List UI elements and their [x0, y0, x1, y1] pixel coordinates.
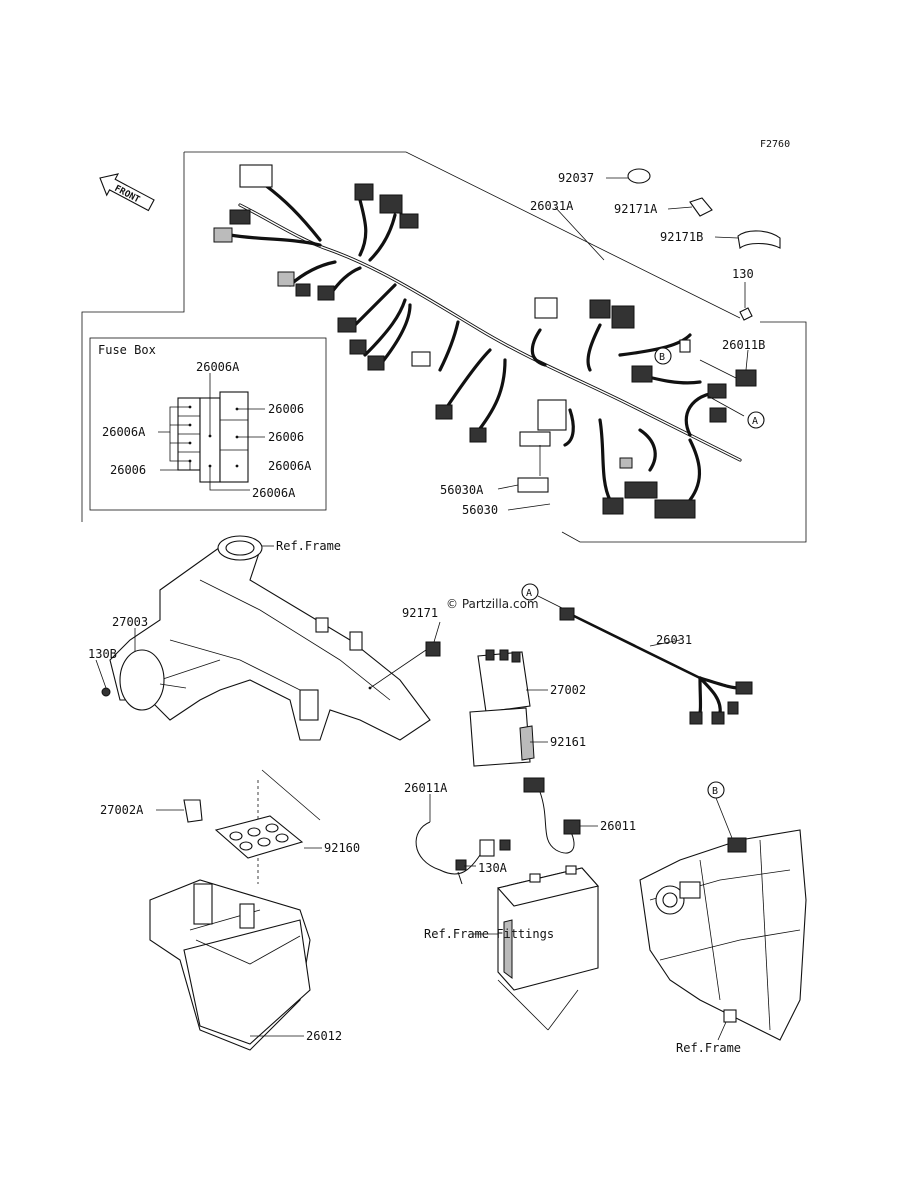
svg-text:B: B [659, 352, 665, 363]
leader-lines-bottom-right [715, 797, 733, 1041]
rear-frame-section [639, 829, 807, 1041]
callout-92161: 92161 [550, 735, 586, 749]
callout-130A: 130A [478, 861, 508, 875]
watermark: © Partzilla.com [446, 597, 539, 611]
harness-connectors [213, 164, 727, 519]
marker-b-bottom: B [707, 781, 725, 799]
callout-26031A: 26031A [530, 199, 574, 213]
fuse-box-panel: Fuse Box 26006A 26006 26006A 26006 26006… [89, 337, 327, 511]
svg-text:A: A [526, 588, 532, 599]
battery-section [415, 777, 600, 1031]
callout-ref-frame-2: Ref.Frame [676, 1041, 741, 1055]
grommet-icon [627, 168, 651, 184]
front-arrow-icon: FRONT [99, 173, 155, 212]
callout-92171: 92171 [402, 606, 438, 620]
clamp-icon [689, 197, 713, 217]
callout-92160: 92160 [324, 841, 360, 855]
figure-code: F2760 [760, 139, 790, 150]
leader-lines-bottom-left [156, 809, 322, 849]
harness-outline [81, 151, 807, 543]
fuse-label-left: 26006A [102, 425, 146, 439]
svg-text:B: B [712, 786, 718, 797]
callout-56030: 56030 [462, 503, 498, 517]
fuse-label-bottom-left: 26006 [110, 463, 146, 477]
callout-ref-frame-1: Ref.Frame [276, 539, 341, 553]
fuse-label-right-2: 26006 [268, 430, 304, 444]
fuse-box-title: Fuse Box [98, 343, 156, 357]
fuse-label-right-1: 26006 [268, 402, 304, 416]
callout-27002A: 27002A [100, 803, 144, 817]
callout-92171B: 92171B [660, 230, 703, 244]
marker-a-mid: A [521, 583, 539, 601]
callout-26011A: 26011A [404, 781, 448, 795]
svg-text:A: A [752, 416, 758, 427]
fuse-label-right-3: 26006A [268, 459, 312, 473]
leader-lines-top [497, 177, 749, 511]
leader-lines-mid-left [95, 545, 441, 689]
fuse-label-bottom: 26006A [252, 486, 296, 500]
clamp-band-icon [737, 230, 781, 249]
leader-lines-mid-right [526, 595, 681, 743]
callout-26031: 26031 [656, 633, 692, 647]
marker-a-top: A [747, 411, 765, 429]
battery-tray-section [149, 769, 321, 1051]
callout-130B: 130B [88, 647, 117, 661]
callout-27002: 27002 [550, 683, 586, 697]
callout-56030A: 56030A [440, 483, 484, 497]
fuse-label-top: 26006A [196, 360, 240, 374]
frame-section [101, 535, 441, 741]
callout-130: 130 [732, 267, 754, 281]
callout-26011B: 26011B [722, 338, 765, 352]
callout-26012: Ref.Frame Fittings [424, 927, 554, 941]
leader-lines-bottom-mid [429, 794, 598, 935]
callout-27003: 27003 [112, 615, 148, 629]
callout-92037: 92037 [558, 171, 594, 185]
relay-connector-icon [735, 369, 757, 387]
ecu-section [469, 649, 535, 767]
callout-ref-frame-fittings: 26012 [306, 1029, 342, 1043]
bolt-icon [739, 307, 753, 321]
marker-b-top: B [654, 347, 672, 365]
sub-harness-26031 [559, 607, 753, 725]
callout-26011: 26011 [600, 819, 636, 833]
callout-92171A: 92171A [614, 202, 658, 216]
